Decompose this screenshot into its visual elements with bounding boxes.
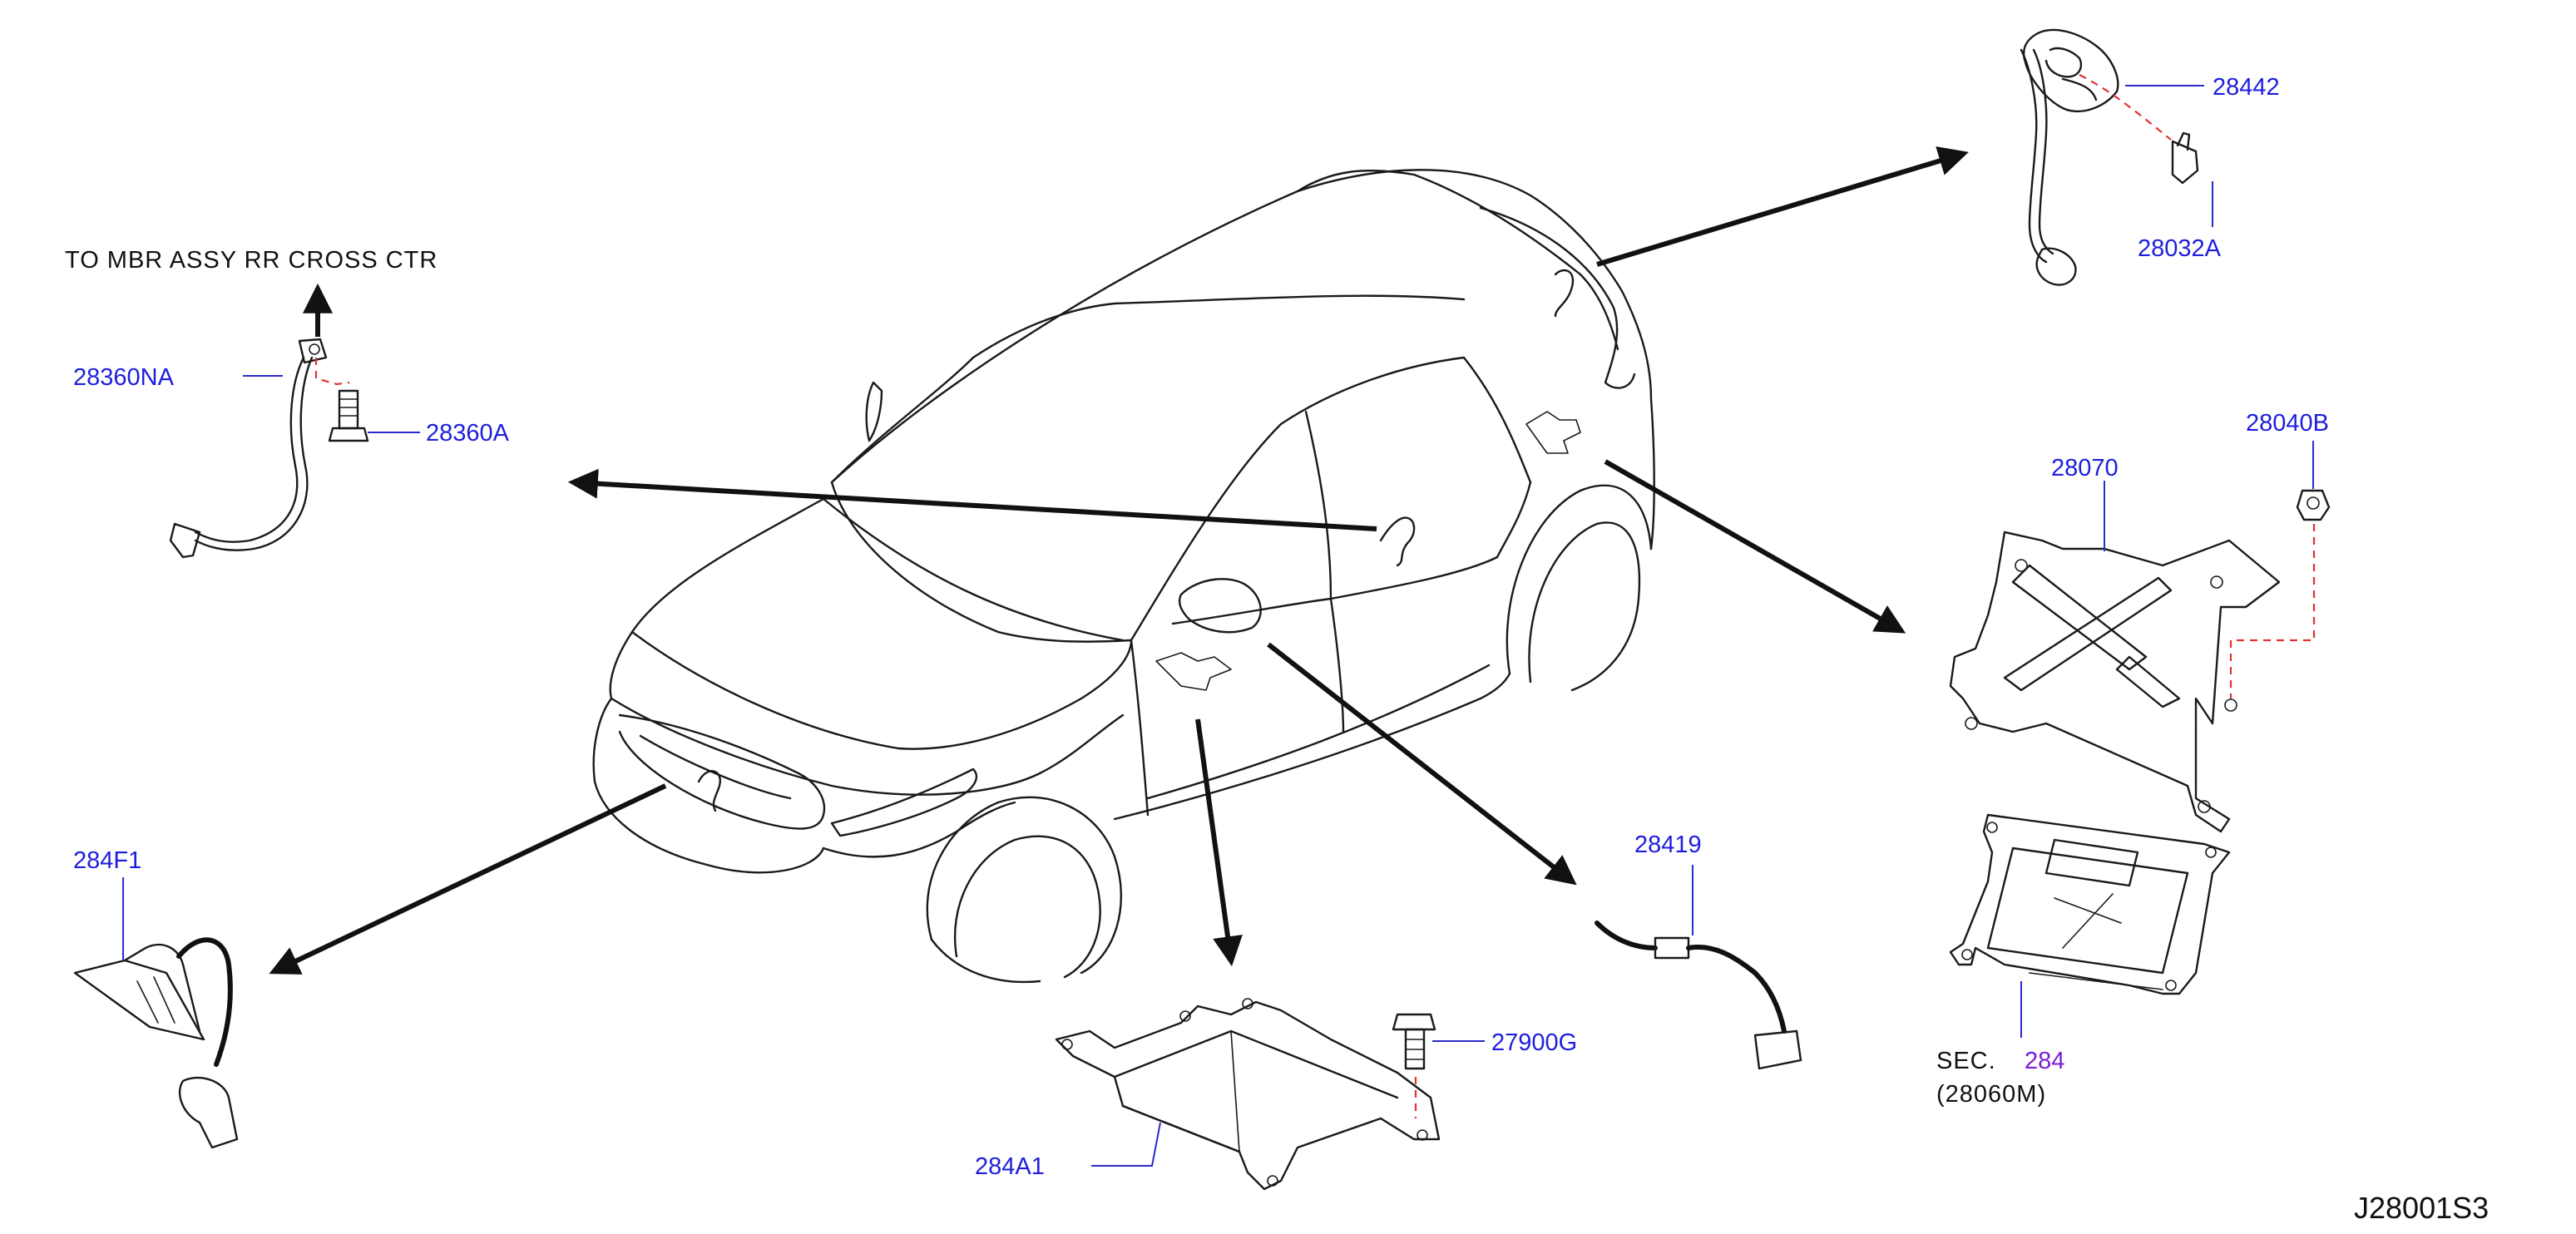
arrow-to-28442 — [1596, 146, 1969, 267]
part-28360NA-harness — [169, 338, 350, 559]
part-27900G-bolt — [1392, 1013, 1436, 1070]
vehicle-outline — [592, 169, 1655, 984]
label-28040B: 28040B — [2246, 410, 2329, 437]
part-284A1-bracket — [1055, 998, 1441, 1191]
arrow-to-284F1 — [269, 783, 667, 975]
label-28442: 28442 — [2213, 74, 2280, 101]
label-27900G: 27900G — [1491, 1029, 1577, 1056]
part-28040B-nut — [2296, 489, 2331, 521]
label-sec-prefix: SEC. — [1936, 1048, 1996, 1074]
label-284A1: 284A1 — [975, 1153, 1045, 1180]
label-sec-number: 284 — [2025, 1048, 2064, 1074]
part-28360A-bolt — [328, 389, 369, 442]
part-control-unit — [1949, 813, 2231, 995]
label-28360A: 28360A — [426, 420, 510, 447]
part-284F1-camera — [73, 937, 239, 1149]
part-28032A-bolt — [2171, 131, 2199, 185]
label-28032A: 28032A — [2138, 235, 2222, 262]
label-sec-ref: (28060M) — [1936, 1081, 2046, 1108]
part-28442-sensor — [2020, 28, 2172, 286]
label-28419: 28419 — [1634, 832, 1702, 858]
label-28070: 28070 — [2051, 455, 2119, 481]
label-to-mbr: TO MBR ASSY RR CROSS CTR — [65, 247, 438, 274]
part-28070-bracket — [1949, 531, 2281, 833]
label-284F1: 284F1 — [73, 847, 141, 874]
arrow-to-28419 — [1267, 642, 1577, 886]
arrow-to-28360NA — [567, 468, 1377, 531]
label-28360NA: 28360NA — [73, 364, 175, 391]
arrow-to-28070 — [1604, 459, 1906, 634]
arrow-to-284A1 — [1195, 718, 1243, 967]
part-28419-harness — [1595, 921, 1802, 1070]
diagram-code: J28001S3 — [2354, 1191, 2489, 1225]
